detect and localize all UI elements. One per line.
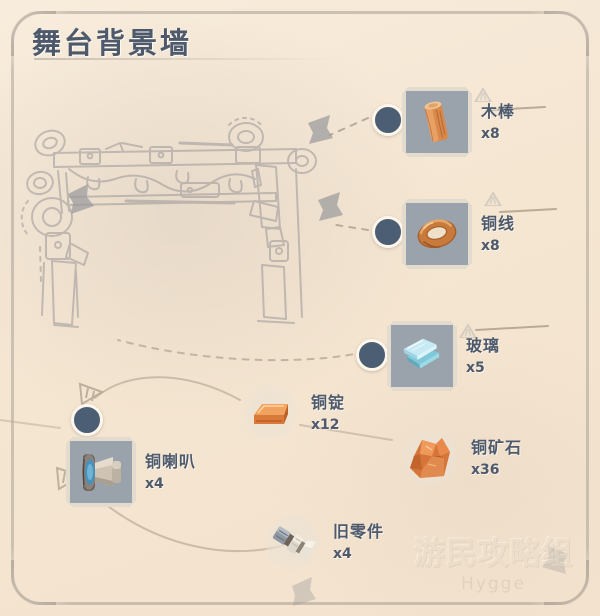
copper-wire-icon bbox=[417, 219, 457, 249]
corner-ornament-bottom-right bbox=[544, 560, 589, 605]
watermark-main-text: 游民攻略组 bbox=[413, 536, 574, 572]
item-meta: 铜锭 x12 bbox=[311, 394, 345, 433]
item-card-plain bbox=[398, 428, 462, 488]
page-border-left bbox=[11, 26, 14, 590]
node-marker-copper-horn[interactable] bbox=[71, 404, 103, 436]
item-quantity: x8 bbox=[481, 238, 500, 255]
item-meta: 铜矿石 x36 bbox=[471, 439, 522, 478]
item-copper-horn[interactable]: 铜喇叭 x4 bbox=[66, 437, 196, 507]
item-name: 铜矿石 bbox=[471, 437, 523, 457]
copper-ore-icon bbox=[410, 438, 450, 478]
item-card-frame bbox=[402, 87, 472, 157]
item-quantity: x12 bbox=[311, 417, 340, 434]
page-border-top bbox=[26, 11, 574, 14]
item-name: 铜锭 bbox=[311, 392, 346, 412]
page-border-bottom bbox=[26, 602, 574, 605]
item-meta: 铜线 x8 bbox=[481, 215, 515, 254]
item-meta: 旧零件 x4 bbox=[333, 523, 384, 562]
node-marker-wood-stick[interactable] bbox=[372, 104, 404, 136]
page-title: 舞台背景墙 bbox=[32, 26, 193, 60]
item-copper-ingot[interactable]: 铜锭 x12 bbox=[238, 383, 345, 443]
corner-ornament-bottom-left bbox=[11, 560, 56, 605]
copper-ingot-icon bbox=[254, 404, 288, 424]
item-name: 木棒 bbox=[481, 101, 516, 121]
item-meta: 玻璃 x5 bbox=[466, 337, 500, 376]
item-card-frame bbox=[66, 437, 136, 507]
item-meta: 铜喇叭 x4 bbox=[145, 453, 196, 492]
item-name: 旧零件 bbox=[333, 521, 385, 541]
old-parts-icon bbox=[272, 526, 316, 561]
watermark: 游民攻略组 Hygge bbox=[401, 536, 586, 595]
item-quantity: x5 bbox=[466, 360, 485, 377]
item-quantity: x36 bbox=[471, 462, 500, 479]
stage-backdrop-wall-blueprint bbox=[14, 105, 344, 335]
item-name: 铜喇叭 bbox=[145, 451, 197, 471]
title-underline bbox=[34, 58, 334, 60]
item-quantity: x8 bbox=[481, 126, 500, 143]
node-marker-copper-wire[interactable] bbox=[372, 216, 404, 248]
item-copper-wire[interactable]: 铜线 x8 bbox=[402, 199, 515, 269]
item-card-frame bbox=[387, 321, 457, 391]
item-card-plain bbox=[260, 512, 324, 572]
glass-panes-icon bbox=[403, 338, 440, 369]
node-marker-glass[interactable] bbox=[356, 339, 388, 371]
item-quantity: x4 bbox=[333, 546, 352, 563]
item-card-plain bbox=[238, 383, 302, 443]
warning-triangle-icon bbox=[474, 87, 492, 102]
wooden-stick-icon bbox=[424, 101, 449, 142]
corner-ornament-top-right bbox=[544, 11, 589, 56]
warning-triangle-icon bbox=[459, 323, 477, 338]
item-glass[interactable]: 玻璃 x5 bbox=[387, 321, 500, 391]
page-border-right bbox=[586, 26, 589, 590]
copper-horn-icon bbox=[82, 454, 121, 491]
item-meta: 木棒 x8 bbox=[481, 103, 515, 142]
item-card-frame bbox=[402, 199, 472, 269]
item-old-parts[interactable]: 旧零件 x4 bbox=[260, 512, 384, 572]
item-name: 玻璃 bbox=[466, 335, 501, 355]
warning-triangle-icon bbox=[484, 191, 502, 206]
item-name: 铜线 bbox=[481, 213, 516, 233]
item-copper-ore[interactable]: 铜矿石 x36 bbox=[398, 428, 522, 488]
item-quantity: x4 bbox=[145, 476, 164, 493]
corner-ornament-top-left bbox=[11, 11, 56, 56]
item-wood-stick[interactable]: 木棒 x8 bbox=[402, 87, 515, 157]
watermark-sub-text: Hygge bbox=[461, 574, 526, 594]
